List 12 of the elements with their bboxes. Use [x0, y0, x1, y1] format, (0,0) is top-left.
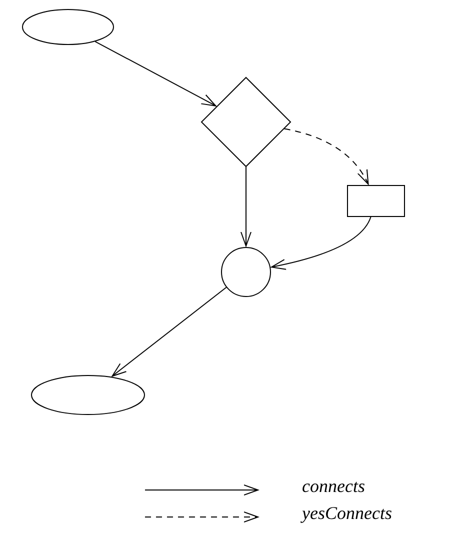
legend-label: yesConnects: [302, 503, 392, 523]
ellipse-shape: [22, 9, 114, 45]
process-box: [347, 185, 405, 217]
decision-diamond: [201, 77, 291, 167]
ellipse-shape: [31, 375, 145, 415]
arrow: [94, 41, 216, 106]
arrow: [271, 216, 372, 270]
arrow: [240, 166, 252, 246]
arrow: [284, 128, 369, 185]
arrow: [112, 286, 227, 377]
legend-label: connects: [302, 476, 365, 496]
circle-shape: [221, 247, 271, 297]
